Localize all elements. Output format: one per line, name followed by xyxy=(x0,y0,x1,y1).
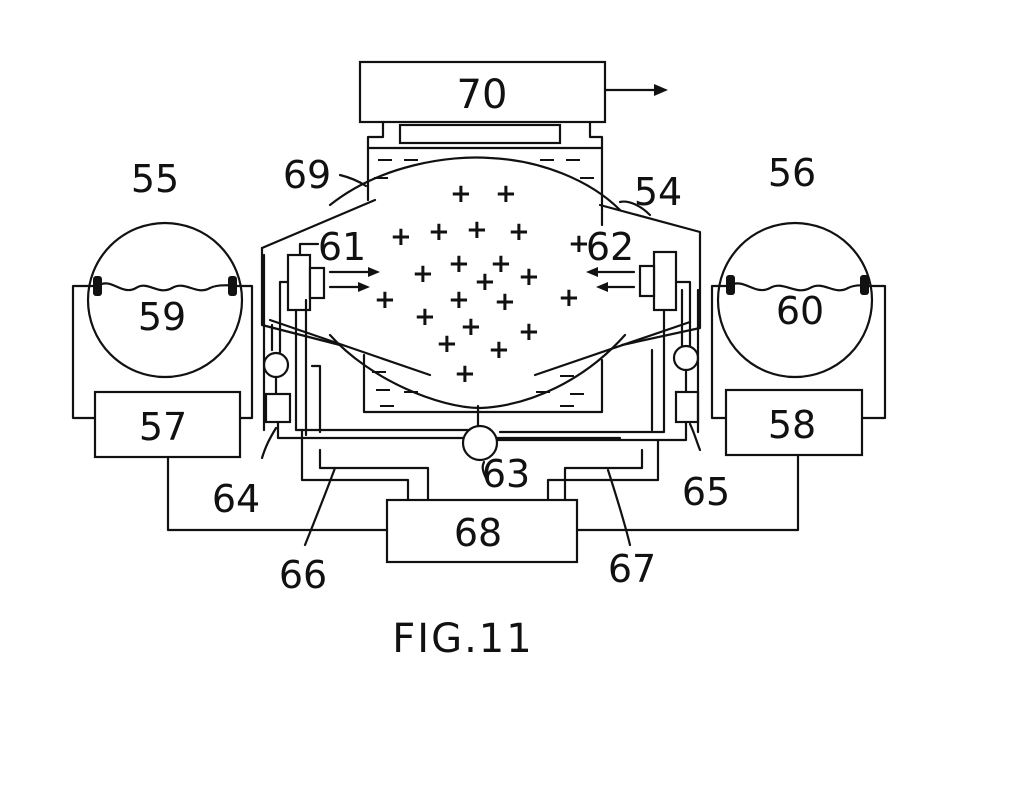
ion-plus-marks: + + + + + + + + + + + + + + + + + + + + … xyxy=(374,179,590,389)
right-feed-65 xyxy=(488,280,700,442)
wiring-68 xyxy=(166,428,800,532)
box-58 xyxy=(724,388,864,457)
output-arrow xyxy=(604,84,668,96)
label-63: 63 xyxy=(482,452,530,496)
label-54: 54 xyxy=(634,170,682,214)
ion-mark: + xyxy=(474,267,496,297)
figure-caption: FIG.11 xyxy=(392,616,533,662)
left-feed-64 xyxy=(262,253,622,440)
ion-mark: + xyxy=(488,335,510,365)
ion-mark: + xyxy=(448,285,470,315)
ion-mark: + xyxy=(414,302,436,332)
ion-mark: + xyxy=(436,329,458,359)
label-61: 61 xyxy=(318,225,366,269)
circle-56 xyxy=(710,221,887,420)
label-57: 57 xyxy=(139,405,187,449)
box-68 xyxy=(385,498,579,564)
ion-mark: + xyxy=(466,215,488,245)
label-68: 68 xyxy=(454,511,502,555)
label-60: 60 xyxy=(776,289,824,333)
ion-mark: + xyxy=(568,229,590,259)
label-55: 55 xyxy=(131,157,179,201)
ion-mark: + xyxy=(518,262,540,292)
ion-mark: + xyxy=(508,217,530,247)
ion-mark: + xyxy=(495,179,517,209)
box-70: 70 xyxy=(358,60,607,124)
label-59: 59 xyxy=(138,295,186,339)
ion-mark: + xyxy=(490,249,512,279)
circle-55 xyxy=(71,221,254,420)
label-66: 66 xyxy=(279,553,327,597)
valve-63 xyxy=(461,404,499,462)
ion-mark: + xyxy=(412,259,434,289)
label-64: 64 xyxy=(212,477,260,521)
label-67: 67 xyxy=(608,547,656,591)
ion-mark: + xyxy=(518,317,540,347)
label-56: 56 xyxy=(768,151,816,195)
ion-mark: + xyxy=(454,359,476,389)
leader-lines xyxy=(260,173,702,547)
plasma-region xyxy=(328,156,627,410)
ion-mark: + xyxy=(390,222,412,252)
ion-mark: + xyxy=(428,217,450,247)
label-62: 62 xyxy=(586,225,634,269)
ion-mark: + xyxy=(558,283,580,313)
ion-mark: + xyxy=(374,285,396,315)
ion-mark: + xyxy=(450,179,472,209)
tank-69 xyxy=(362,146,604,414)
electrode-plate-70 xyxy=(398,123,562,145)
label-70: 70 xyxy=(457,72,508,118)
ion-mark: + xyxy=(494,287,516,317)
injector-61 xyxy=(286,242,380,312)
label-65: 65 xyxy=(682,470,730,514)
ion-mark: + xyxy=(460,312,482,342)
label-58: 58 xyxy=(768,403,816,447)
ion-mark: + xyxy=(448,249,470,279)
label-69: 69 xyxy=(283,153,331,197)
connector-70-tank xyxy=(366,120,604,150)
